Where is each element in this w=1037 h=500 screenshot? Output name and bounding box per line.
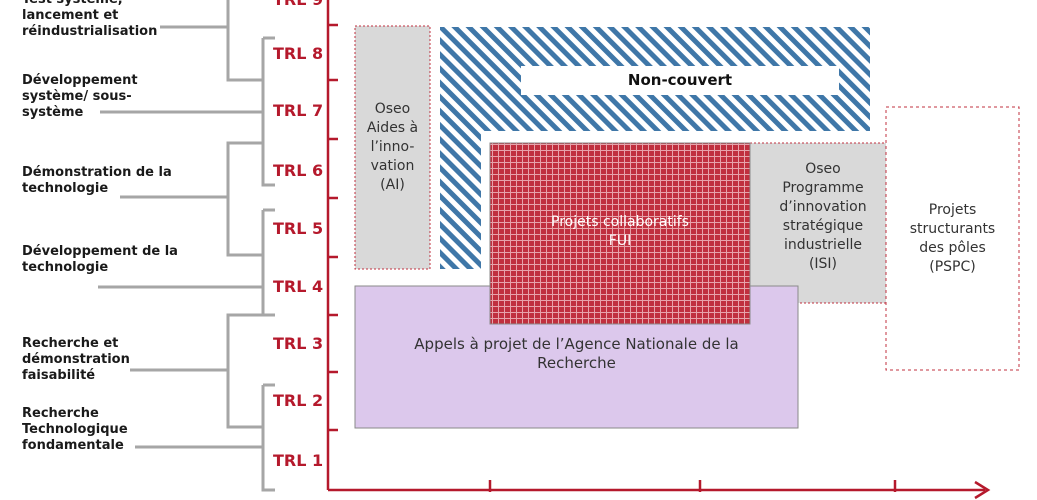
phase-brackets — [98, 0, 275, 492]
phase-label-dev-system: Développement système/ sous- système — [22, 73, 138, 120]
trl-label-7: TRL 7 — [273, 101, 324, 120]
trl-label-4: TRL 4 — [273, 277, 324, 296]
non-couvert-label: Non-couvert — [627, 71, 733, 89]
trl-label-2: TRL 2 — [273, 391, 324, 410]
phase-label-demo: Démonstration de la technologie — [22, 165, 172, 196]
pspc-label: Projets structurants des pôles (PSPC) — [909, 201, 996, 275]
oseo-isi-label: Oseo Programme d’innovation stratégique … — [779, 161, 867, 272]
trl-label-3: TRL 3 — [273, 334, 324, 353]
fui-label: Projets collaboratifs FUI — [551, 214, 689, 249]
phase-label-recherche-fond: Recherche Technologique fondamentale — [22, 406, 128, 453]
phase-label-test: Test système, lancement et réindustriali… — [22, 0, 158, 39]
trl-label-6: TRL 6 — [273, 161, 324, 180]
trl-label-1: TRL 1 — [273, 451, 324, 470]
fui-area — [489, 142, 751, 325]
oseo-isi-area — [749, 142, 897, 304]
oseo-ai-label: Oseo Aides à l’inno- vation (AI) — [366, 101, 419, 193]
phase-label-dev-tech: Développement de la technologie — [22, 244, 178, 275]
trl-label-9: TRL 9 — [273, 0, 333, 10]
trl-label-8: TRL 8 — [273, 44, 324, 63]
non-couvert-label-bg — [521, 66, 839, 95]
trl-label-5: TRL 5 — [273, 219, 324, 238]
oseo-ai-area — [354, 25, 431, 270]
trl-axis — [326, 0, 991, 500]
anr-label: Appels à projet de l’Agence Nationale de… — [414, 335, 739, 372]
pspc-area — [885, 106, 1020, 371]
phase-label-recherche-demo: Recherche et démonstration faisabilité — [22, 336, 130, 383]
